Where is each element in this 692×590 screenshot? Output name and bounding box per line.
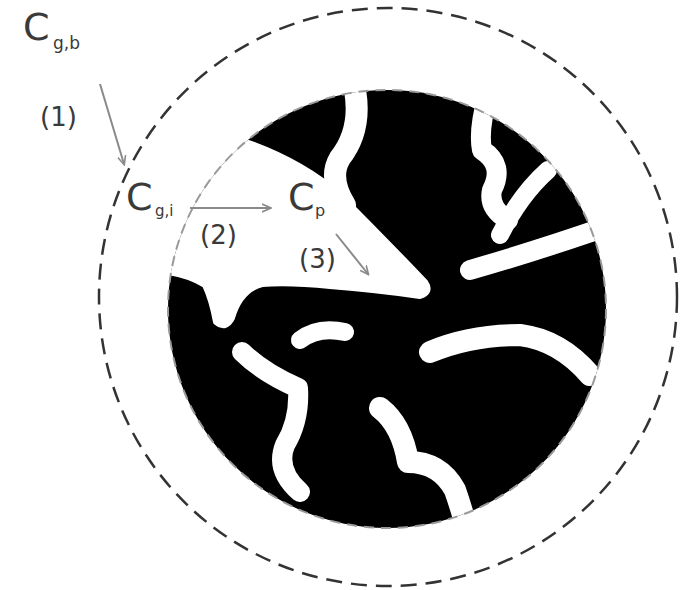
transfer-arrow [100, 84, 124, 164]
pores [150, 90, 620, 540]
transfer-arrow [190, 207, 270, 209]
transfer-arrow [336, 234, 368, 274]
subscript: g,i [155, 204, 173, 219]
concentration-symbol: C [126, 178, 153, 216]
boundary-layer [99, 8, 677, 586]
concentration-symbol: C [288, 178, 315, 216]
subscript: g,b [53, 35, 80, 52]
subscript: p [315, 203, 325, 219]
concentration-symbol: C [23, 8, 50, 46]
step-number: (3) [299, 246, 336, 272]
particle-surface [168, 90, 606, 528]
step-number: (2) [200, 222, 237, 248]
step-number: (1) [40, 104, 77, 130]
